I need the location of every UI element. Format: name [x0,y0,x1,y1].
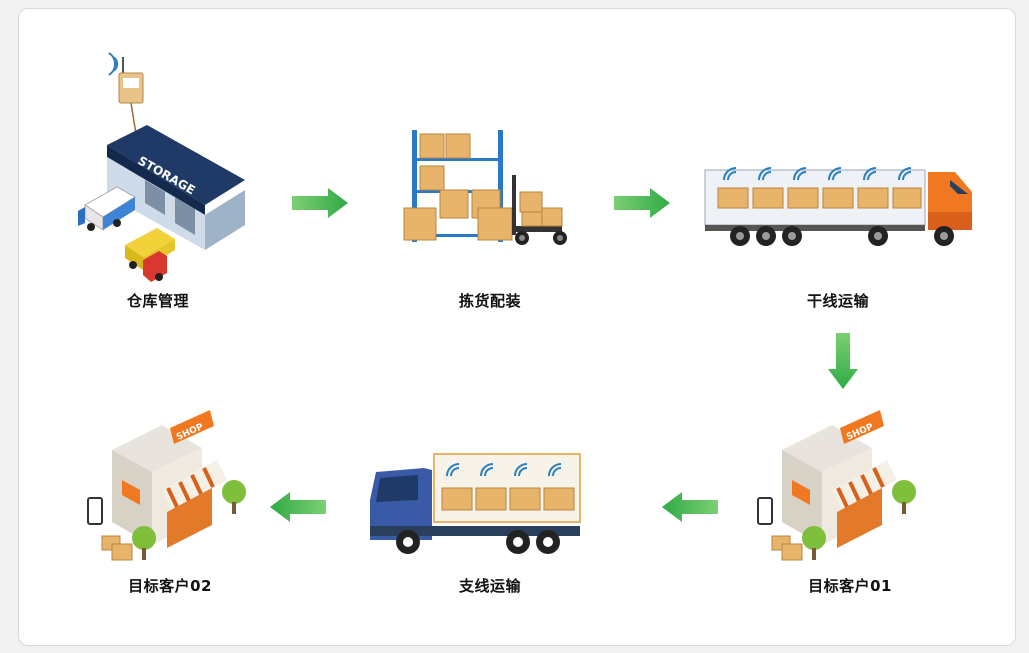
arrow-down-icon [828,333,858,389]
shop-icon: SHOP [87,410,246,561]
arrow-left-icon [662,492,718,522]
step-label-customer-02: 目标客户02 [128,577,212,595]
box-truck-icon [370,453,581,554]
step-label-trunk-transport: 干线运输 [806,292,870,310]
shelving-icon [403,130,567,245]
shop-icon: SHOP [757,410,916,561]
arrow-left-icon [270,492,326,522]
step-label-warehouse: 仓库管理 [126,292,190,310]
step-label-branch-transport: 支线运输 [458,577,522,595]
step-label-customer-01: 目标客户01 [808,577,892,595]
arrow-right-icon [292,188,348,218]
warehouse-icon: STORAGE [78,52,245,282]
step-label-picking: 拣货配装 [458,292,522,310]
semi-truck-icon [704,167,972,246]
arrow-right-icon [614,188,670,218]
